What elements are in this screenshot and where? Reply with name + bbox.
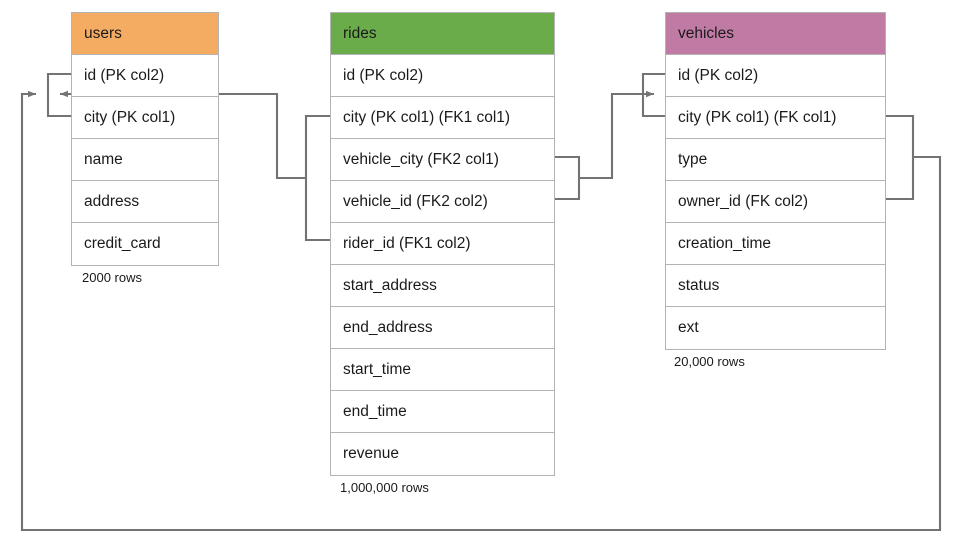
field-rides-end-address[interactable]: end_address — [331, 307, 554, 349]
entity-users-title: users — [72, 13, 218, 55]
users-key-bracket — [46, 72, 71, 118]
field-vehicles-city[interactable]: city (PK col1) (FK col1) — [666, 97, 885, 139]
entity-users[interactable]: users id (PK col2) city (PK col1) name a… — [71, 12, 219, 266]
field-rides-city[interactable]: city (PK col1) (FK1 col1) — [331, 97, 554, 139]
vehicles-key-bracket — [641, 72, 665, 118]
entity-vehicles[interactable]: vehicles id (PK col2) city (PK col1) (FK… — [665, 12, 886, 350]
rides-fk2-bracket — [555, 155, 581, 201]
row-count-users: 2000 rows — [82, 270, 142, 285]
field-rides-id[interactable]: id (PK col2) — [331, 55, 554, 97]
entity-rides[interactable]: rides id (PK col2) city (PK col1) (FK1 c… — [330, 12, 555, 476]
field-users-address[interactable]: address — [72, 181, 218, 223]
rides-fk1-bracket — [304, 114, 330, 242]
field-users-name[interactable]: name — [72, 139, 218, 181]
field-rides-revenue[interactable]: revenue — [331, 433, 554, 475]
field-rides-end-time[interactable]: end_time — [331, 391, 554, 433]
field-vehicles-status[interactable]: status — [666, 265, 885, 307]
field-rides-vehicle-city[interactable]: vehicle_city (FK2 col1) — [331, 139, 554, 181]
field-vehicles-owner-id[interactable]: owner_id (FK col2) — [666, 181, 885, 223]
field-vehicles-id[interactable]: id (PK col2) — [666, 55, 885, 97]
row-count-rides: 1,000,000 rows — [340, 480, 429, 495]
field-vehicles-ext[interactable]: ext — [666, 307, 885, 349]
field-users-credit-card[interactable]: credit_card — [72, 223, 218, 265]
field-rides-rider-id[interactable]: rider_id (FK1 col2) — [331, 223, 554, 265]
edge-rides-fk2-to-vehicles — [579, 90, 654, 180]
field-vehicles-creation-time[interactable]: creation_time — [666, 223, 885, 265]
field-users-id[interactable]: id (PK col2) — [72, 55, 218, 97]
field-users-city[interactable]: city (PK col1) — [72, 97, 218, 139]
field-rides-start-address[interactable]: start_address — [331, 265, 554, 307]
entity-rides-title: rides — [331, 13, 554, 55]
vehicles-fk-bracket — [886, 114, 915, 201]
entity-vehicles-title: vehicles — [666, 13, 885, 55]
field-vehicles-type[interactable]: type — [666, 139, 885, 181]
field-rides-vehicle-id[interactable]: vehicle_id (FK2 col2) — [331, 181, 554, 223]
row-count-vehicles: 20,000 rows — [674, 354, 745, 369]
field-rides-start-time[interactable]: start_time — [331, 349, 554, 391]
